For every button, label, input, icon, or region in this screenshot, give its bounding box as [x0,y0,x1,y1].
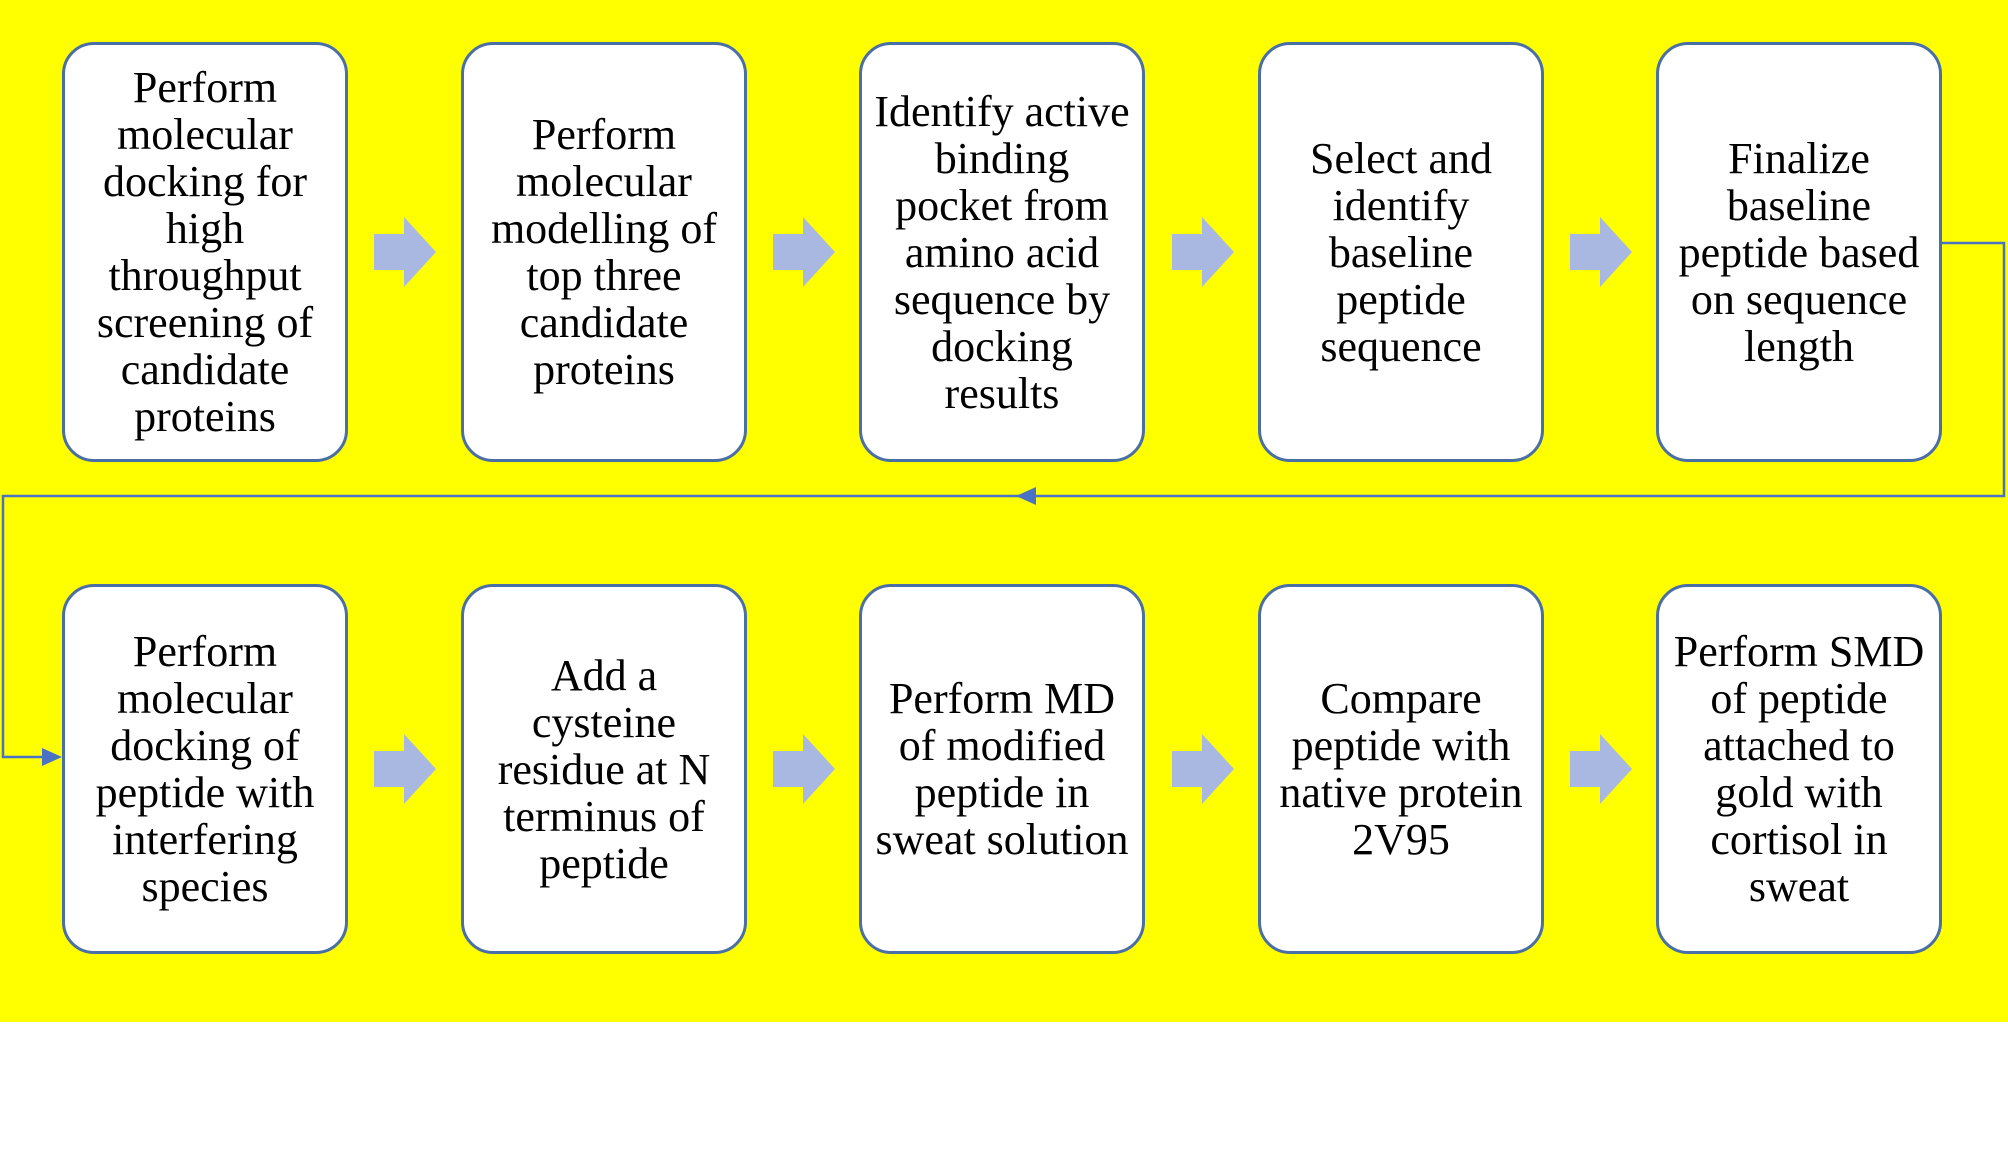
step-text-9: Compare peptide with native protein 2V95 [1279,674,1523,864]
step-text-4: Select and identify baseline peptide seq… [1309,133,1493,371]
step-box-5: Finalize baseline peptide based on seque… [1656,42,1942,462]
right-block-arrow-icon [1172,734,1234,804]
right-block-arrow-icon [374,217,436,287]
step-box-6: Perform molecular docking of peptide wit… [62,584,348,954]
step-box-10: Perform SMD of peptide attached to gold … [1656,584,1942,954]
right-block-arrow-icon [773,734,835,804]
step-text-8: Perform MD of modified peptide in sweat … [875,674,1129,864]
step-text-7: Add a cysteine residue at N terminus of … [497,650,711,888]
step-text-6: Perform molecular docking of peptide wit… [95,627,315,911]
step-box-1: Perform molecular docking for high throu… [62,42,348,462]
step-box-2: Perform molecular modelling of top three… [461,42,747,462]
step-text-5: Finalize baseline peptide based on seque… [1678,133,1920,371]
step-box-8: Perform MD of modified peptide in sweat … [859,584,1145,954]
step-box-4: Select and identify baseline peptide seq… [1258,42,1544,462]
step-text-3: Identify active binding pocket from amin… [874,86,1130,418]
right-block-arrow-icon [1570,217,1632,287]
step-text-1: Perform molecular docking for high throu… [96,63,314,441]
step-box-9: Compare peptide with native protein 2V95 [1258,584,1544,954]
step-box-3: Identify active binding pocket from amin… [859,42,1145,462]
step-box-7: Add a cysteine residue at N terminus of … [461,584,747,954]
right-block-arrow-icon [1172,217,1234,287]
arrowhead-icon [42,748,62,766]
step-text-10: Perform SMD of peptide attached to gold … [1673,627,1925,911]
step-text-2: Perform molecular modelling of top three… [490,110,718,394]
right-block-arrow-icon [374,734,436,804]
right-block-arrow-icon [773,217,835,287]
right-block-arrow-icon [1570,734,1632,804]
arrowhead-icon [1016,487,1036,505]
